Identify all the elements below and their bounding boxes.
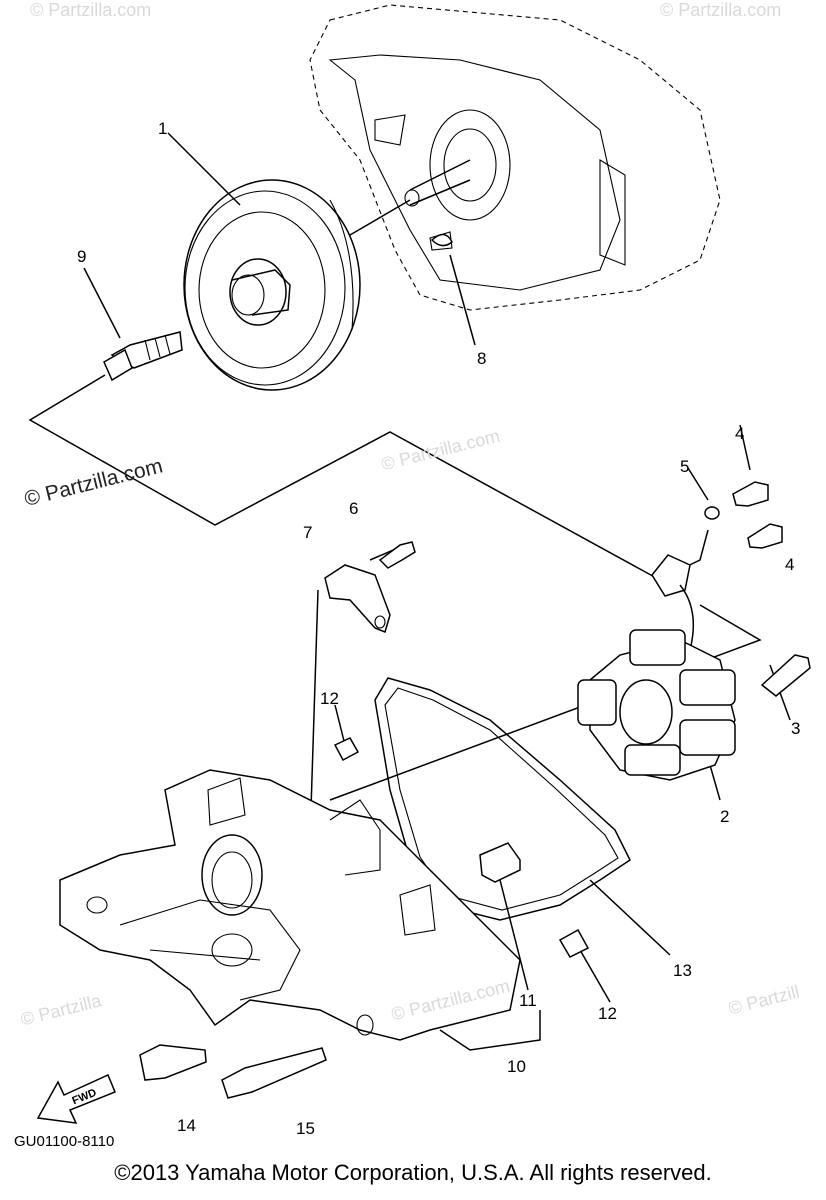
stator xyxy=(577,629,736,781)
screw-6 xyxy=(378,541,416,569)
watermark-faint: © Partzilla.com xyxy=(660,0,782,20)
callout-label: 4 xyxy=(785,555,795,574)
bolt-3 xyxy=(760,654,811,697)
callout-label: 2 xyxy=(720,807,730,826)
copyright-notice: ©2013 Yamaha Motor Corporation, U.S.A. A… xyxy=(114,1160,712,1185)
callout-label: 12 xyxy=(598,1004,617,1023)
callout-label: 1 xyxy=(158,119,168,138)
watermark-faint: © Partzilla.com xyxy=(30,0,152,20)
collar-11 xyxy=(479,842,521,883)
engine-block xyxy=(309,4,721,311)
sensor-bracket xyxy=(324,564,391,634)
callout-label: 7 xyxy=(303,523,313,542)
diagram-code: GU01100-8110 xyxy=(14,1133,115,1150)
flywheel-rotor xyxy=(183,179,361,391)
fwd-arrow xyxy=(36,1073,116,1124)
washer-5 xyxy=(704,506,720,520)
callout-label: 4 xyxy=(735,424,745,443)
callout-label: 14 xyxy=(177,1116,196,1135)
callout-label: 11 xyxy=(519,991,537,1010)
callout-label: 15 xyxy=(296,1119,315,1138)
callout-label: 10 xyxy=(507,1057,526,1076)
callout-label: 5 xyxy=(680,457,690,476)
crankcase-cover xyxy=(59,769,521,1041)
callout-label: 6 xyxy=(349,499,359,518)
flywheel-bolt xyxy=(103,331,183,382)
callout-label: 9 xyxy=(77,247,87,266)
callout-label: 13 xyxy=(673,961,692,980)
cover-bolts xyxy=(139,1044,327,1099)
callout-label: 8 xyxy=(477,349,487,368)
stator-wire xyxy=(651,554,695,651)
callout-label: 3 xyxy=(791,719,801,738)
woodruff-key xyxy=(430,233,453,247)
bolts-4 xyxy=(732,481,783,549)
callout-label: 12 xyxy=(320,689,339,708)
dowel-pins xyxy=(333,737,590,958)
